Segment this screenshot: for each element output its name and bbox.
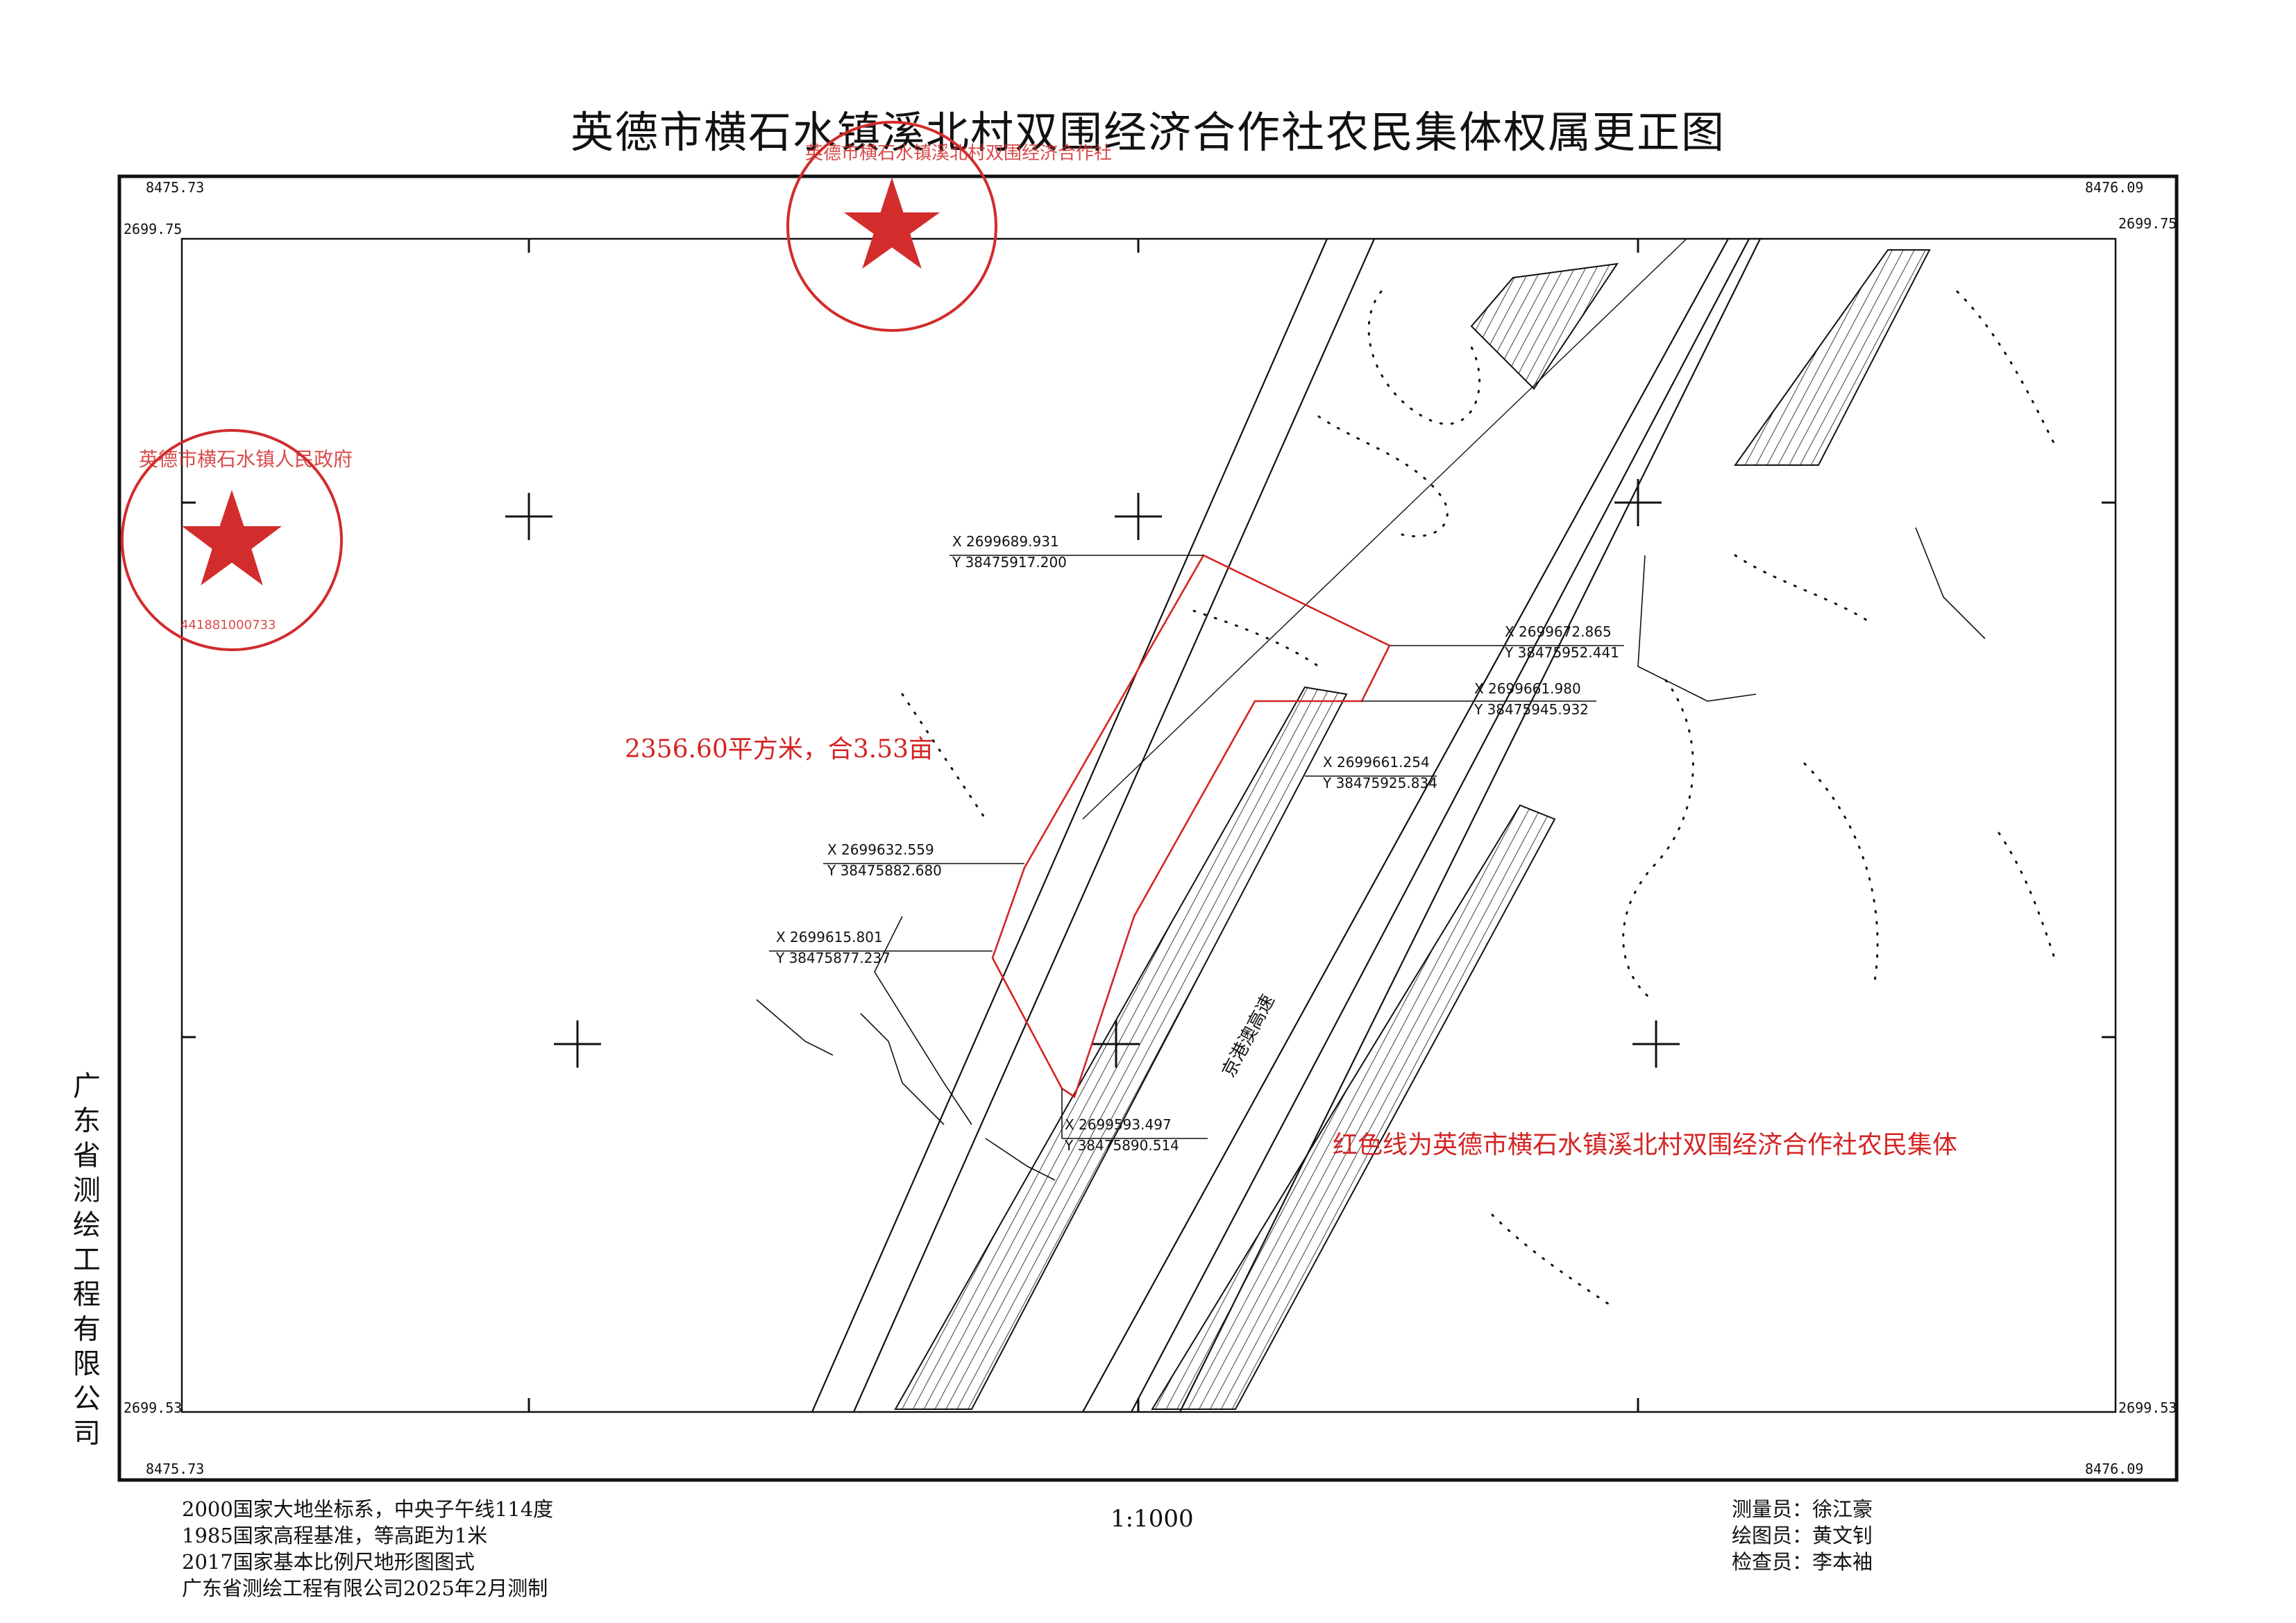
coordinate-leaders: [769, 555, 1624, 1139]
field-dots: [901, 290, 2056, 1306]
corner-top-left-x: 2699.75: [124, 221, 183, 237]
town-stamp: [121, 429, 343, 651]
parcel-boundary: [991, 554, 1391, 1099]
staff-line: 检查员：李本袖: [1732, 1550, 1873, 1574]
footer-metadata: 2000国家大地坐标系，中央子午线114度 1985国家高程基准，等高距为1米 …: [182, 1496, 553, 1601]
village-stamp-text: 英德市横石水镇溪北村双围经济合作社: [805, 143, 1113, 164]
map-scale: 1:1000: [1111, 1505, 1194, 1533]
corner-top-right-y: 8476.09: [2085, 179, 2144, 196]
area-label: 2356.60平方米，合3.53亩: [625, 735, 934, 764]
corner-top-right-x: 2699.75: [2118, 215, 2177, 232]
corner-bottom-left-y: 8475.73: [146, 1461, 205, 1477]
embankments: [894, 249, 1931, 1410]
footer-line: 2017国家基本比例尺地形图图式: [182, 1550, 475, 1574]
town-stamp-text: 英德市横石水镇人民政府: [139, 448, 353, 471]
outer-frame: [117, 174, 2179, 1482]
corner-top-left-y: 8475.73: [146, 179, 205, 196]
footer-line: 2000国家大地坐标系，中央子午线114度: [182, 1497, 554, 1521]
staff-line: 绘图员：黄文钊: [1732, 1524, 1873, 1547]
footer-line: 广东省测绘工程有限公司2025年2月测制: [182, 1576, 548, 1600]
town-stamp-code: 441881000733: [180, 618, 276, 632]
corner-bottom-left-x: 2699.53: [124, 1399, 183, 1416]
corner-bottom-right-x: 2699.53: [2118, 1399, 2177, 1416]
vertical-company-name: 广东省测绘工程有限公司: [73, 1070, 101, 1449]
footer-line: 1985国家高程基准，等高距为1米: [182, 1524, 488, 1547]
staff-line: 测量员：徐江豪: [1732, 1497, 1873, 1521]
footer-staff: 测量员：徐江豪 绘图员：黄文钊 检查员：李本袖: [1732, 1496, 1873, 1575]
corner-bottom-right-y: 8476.09: [2085, 1461, 2144, 1477]
terrain-lines: [756, 527, 1986, 1181]
map-title: 英德市横石水镇溪北村双围经济合作社农民集体权属更正图: [570, 107, 1725, 158]
village-stamp: [786, 121, 997, 332]
inner-frame: [180, 237, 2117, 1413]
owner-note: 红色线为英德市横石水镇溪北村双围经济合作社农民集体: [1333, 1131, 1958, 1159]
